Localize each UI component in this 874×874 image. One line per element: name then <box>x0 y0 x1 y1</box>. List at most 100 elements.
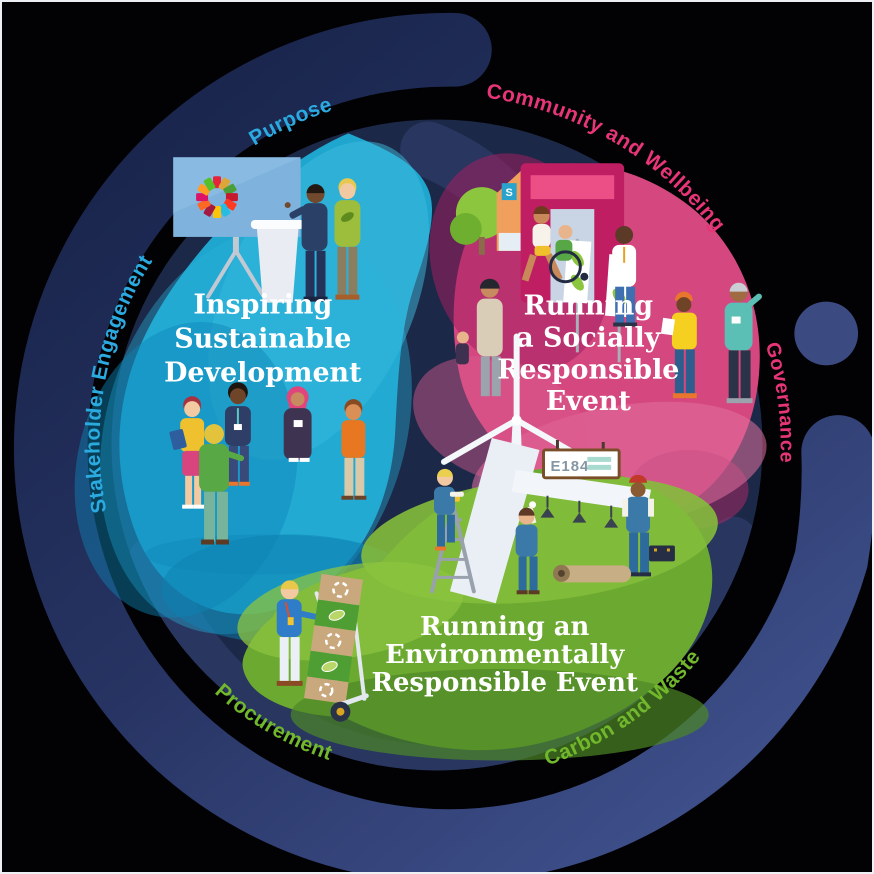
child-head <box>456 331 469 344</box>
torso <box>334 200 361 247</box>
recycle-box-icon <box>304 676 349 704</box>
overalls <box>515 524 538 557</box>
coat <box>476 298 503 357</box>
blob-inspiring-sustainable-development: Inspiring Sustainable Development <box>74 133 433 645</box>
legs <box>337 246 347 297</box>
person-elderly-phone-man <box>724 282 762 404</box>
shoes <box>288 457 299 462</box>
shoes <box>335 294 348 300</box>
folder <box>169 429 187 450</box>
stage-beam <box>511 469 652 512</box>
screen-stand <box>232 236 239 253</box>
arm <box>622 498 629 517</box>
shoes <box>201 539 215 545</box>
person-hand-truck-man <box>276 580 321 686</box>
legs <box>228 445 238 484</box>
school-sign-letter: S <box>506 187 513 199</box>
stacked-crates <box>304 573 363 704</box>
turban <box>629 474 648 483</box>
person-presenter <box>284 184 328 302</box>
badge <box>293 420 303 428</box>
head <box>345 404 362 421</box>
head <box>339 183 356 200</box>
legs <box>728 350 739 401</box>
legs <box>629 532 639 575</box>
badge <box>233 424 242 431</box>
person-navy-lanyard-woman <box>224 382 251 486</box>
shoes <box>182 504 194 509</box>
lightbulb <box>529 501 537 509</box>
legs <box>615 286 625 325</box>
person-parent-and-child <box>455 278 503 397</box>
head <box>676 297 692 313</box>
person-wheelchair-user <box>548 224 589 284</box>
arm <box>289 206 307 219</box>
child-body <box>455 343 469 365</box>
lanyard <box>284 602 291 620</box>
shoes <box>303 296 316 302</box>
badge <box>287 617 294 626</box>
head <box>558 224 573 239</box>
person-green-jacket-man <box>199 424 245 545</box>
hair <box>533 206 550 215</box>
tree-trunk <box>478 236 485 255</box>
shoes <box>341 495 354 500</box>
shoes <box>627 572 640 577</box>
torso <box>301 203 328 251</box>
legs <box>437 514 445 549</box>
ring-arc <box>13 12 872 872</box>
head <box>615 225 634 244</box>
helmet <box>674 291 693 301</box>
hi-vis-vest <box>671 312 697 350</box>
shoes <box>435 546 446 551</box>
hair <box>729 282 748 292</box>
person-lanyard-steward <box>612 225 638 327</box>
heading-line: Environmentally <box>385 640 625 670</box>
stage-sign-text: E184 <box>550 458 589 475</box>
heading-environmentally-responsible-event: Running an Environmentally Responsible E… <box>371 612 638 698</box>
overalls <box>434 486 455 515</box>
lamp-icon <box>540 507 555 518</box>
heading-line: Inspiring <box>193 290 332 321</box>
heading-line: Sustainable <box>174 323 351 354</box>
head <box>229 388 246 405</box>
hand-truck-scene <box>276 573 369 722</box>
legs <box>521 253 537 282</box>
person-orange-shirt-man <box>341 399 367 500</box>
person-ladder-worker <box>434 468 464 551</box>
legs <box>480 356 490 397</box>
torso <box>532 223 551 248</box>
heading-line: Running an <box>420 612 589 642</box>
shoes <box>726 398 740 404</box>
lamp-icon <box>604 517 619 528</box>
heading-line: Responsible <box>497 354 679 385</box>
stage-build-scene: E184 <box>430 437 675 604</box>
outer-ring <box>13 12 872 872</box>
torso <box>341 420 366 458</box>
person-bulb-changer <box>515 506 540 595</box>
heading-line: Development <box>164 357 362 388</box>
heading-line: a Socially <box>516 322 661 353</box>
legs <box>674 349 684 396</box>
shorts <box>534 245 551 256</box>
badge <box>731 316 741 324</box>
torso <box>555 239 573 261</box>
stage-sign: E184 <box>542 448 621 480</box>
leaf-logo-icon <box>341 212 354 222</box>
arm <box>746 293 762 308</box>
hijab <box>479 278 500 289</box>
heading-line: Event <box>546 386 632 417</box>
shoes <box>276 680 290 686</box>
hair <box>204 424 224 444</box>
carpet-roll <box>552 564 632 583</box>
legs <box>518 556 527 593</box>
head <box>290 392 305 407</box>
person-toolbox-worker <box>622 474 675 577</box>
arm <box>449 491 464 497</box>
hanging-lamps <box>529 495 619 528</box>
heading-inspiring-sustainable-development: Inspiring Sustainable Development <box>164 290 362 389</box>
hand-truck <box>304 573 369 722</box>
sdg-wheel-icon <box>196 176 238 219</box>
